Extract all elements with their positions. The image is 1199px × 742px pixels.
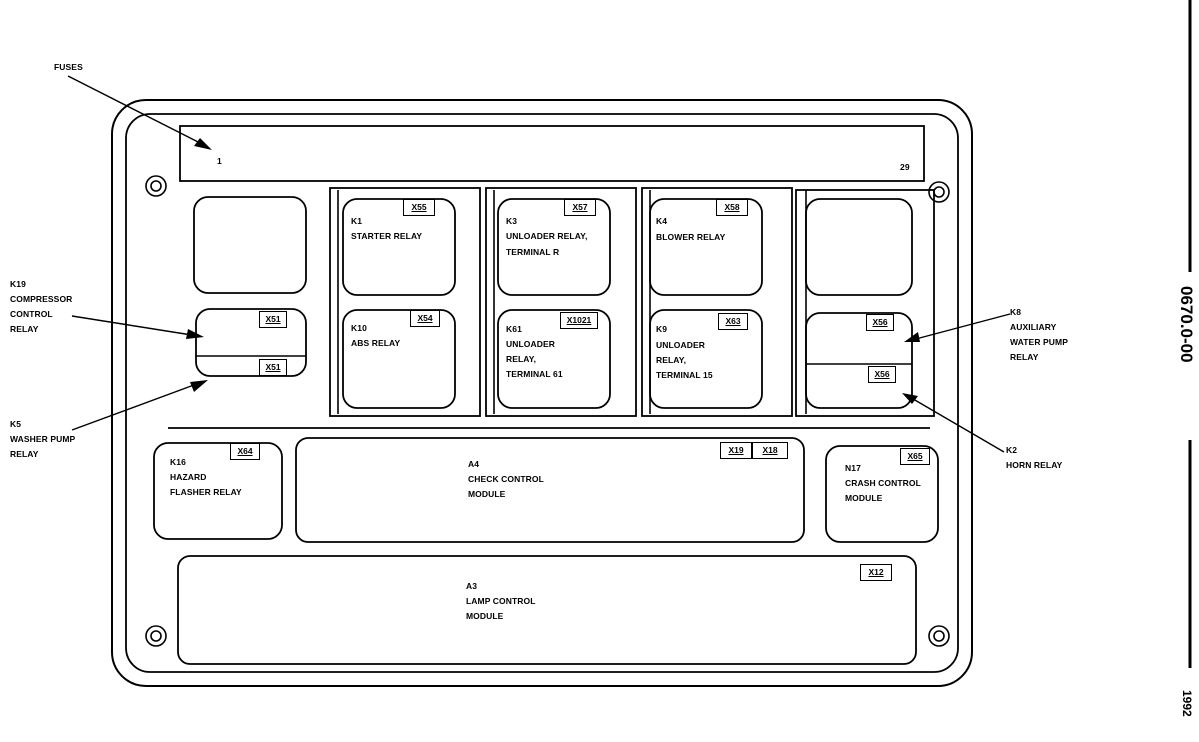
relay-k1-code: K1 bbox=[351, 216, 363, 226]
connector-x54: X54 bbox=[410, 310, 440, 327]
fuses-label: FUSES bbox=[54, 62, 83, 72]
fuse-end-number: 29 bbox=[900, 162, 910, 172]
connector-x51-k19: X51 bbox=[259, 311, 287, 328]
module-a4-desc1: CHECK CONTROL bbox=[468, 474, 544, 484]
mounting-screw-icon bbox=[928, 181, 950, 203]
connector-x58: X58 bbox=[716, 199, 748, 216]
connector-x65: X65 bbox=[900, 448, 930, 465]
relay-socket-k61 bbox=[497, 309, 611, 409]
connector-x51-k5: X51 bbox=[259, 359, 287, 376]
callout-k2-l2: HORN RELAY bbox=[1006, 460, 1063, 470]
module-a4-desc2: MODULE bbox=[468, 489, 506, 499]
connector-x18: X18 bbox=[752, 442, 788, 459]
relay-panel bbox=[485, 187, 637, 417]
relay-k61-desc1: UNLOADER bbox=[506, 339, 555, 349]
relay-socket-k4 bbox=[649, 198, 763, 296]
relay-k61-desc3: TERMINAL 61 bbox=[506, 369, 563, 379]
connector-x19: X19 bbox=[720, 442, 752, 459]
connector-x56-k8: X56 bbox=[866, 314, 894, 331]
callout-k19-l2: COMPRESSOR bbox=[10, 294, 73, 304]
connector-x63: X63 bbox=[718, 313, 748, 330]
relay-panel bbox=[329, 187, 481, 417]
module-a3-desc2: MODULE bbox=[466, 611, 504, 621]
module-k16-desc1: HAZARD bbox=[170, 472, 207, 482]
leader-k19 bbox=[71, 315, 199, 337]
relay-k9-desc1: UNLOADER bbox=[656, 340, 705, 350]
housing-inner bbox=[125, 113, 959, 673]
arrowhead-k5 bbox=[190, 380, 208, 392]
relay-k4-code: K4 bbox=[656, 216, 668, 226]
arrowhead-k8 bbox=[904, 332, 920, 342]
leader-k2 bbox=[907, 395, 1005, 453]
callout-k19-l3: CONTROL bbox=[10, 309, 53, 319]
relay-k3-code: K3 bbox=[506, 216, 518, 226]
relay-k3-desc1: UNLOADER RELAY, bbox=[506, 231, 588, 241]
arrowhead-k2 bbox=[902, 393, 918, 404]
connector-x64: X64 bbox=[230, 443, 260, 460]
connector-x56-k2: X56 bbox=[868, 366, 896, 383]
callout-k5-l1: K5 bbox=[10, 419, 22, 429]
connector-x55: X55 bbox=[403, 199, 435, 216]
module-n17-desc2: MODULE bbox=[845, 493, 883, 503]
leader-k8 bbox=[911, 313, 1011, 341]
callout-k19-l1: K19 bbox=[10, 279, 26, 289]
module-a3 bbox=[177, 555, 917, 665]
relay-panel bbox=[795, 189, 935, 417]
housing-outer bbox=[111, 99, 973, 687]
mounting-screw-icon bbox=[145, 625, 167, 647]
relay-k61-desc2: RELAY, bbox=[506, 354, 537, 364]
arrowhead-fuses bbox=[194, 138, 212, 150]
module-a3-desc1: LAMP CONTROL bbox=[466, 596, 536, 606]
relay-socket-k9 bbox=[649, 309, 763, 409]
callout-k5-l2: WASHER PUMP bbox=[10, 434, 76, 444]
module-k16-desc2: FLASHER RELAY bbox=[170, 487, 242, 497]
module-n17-desc1: CRASH CONTROL bbox=[845, 478, 921, 488]
leader-k5 bbox=[71, 381, 203, 431]
fuse-strip bbox=[179, 125, 925, 182]
relay-socket-k10 bbox=[342, 309, 456, 409]
relay-socket-k19-k5 bbox=[195, 308, 307, 377]
relay-socket-empty bbox=[805, 198, 913, 296]
connector-x12: X12 bbox=[860, 564, 892, 581]
connector-x1021: X1021 bbox=[560, 312, 598, 329]
relay-k61-code: K61 bbox=[506, 324, 522, 334]
module-k16-code: K16 bbox=[170, 457, 186, 467]
module-a4 bbox=[295, 437, 805, 543]
callout-k19-l4: RELAY bbox=[10, 324, 39, 334]
fuse-start-number: 1 bbox=[217, 156, 222, 166]
module-n17 bbox=[825, 445, 939, 543]
relay-socket-k1 bbox=[342, 198, 456, 296]
module-a3-code: A3 bbox=[466, 581, 478, 591]
callout-k5-l3: RELAY bbox=[10, 449, 39, 459]
relay-panel bbox=[641, 187, 793, 417]
relay-k1-desc: STARTER RELAY bbox=[351, 231, 423, 241]
callout-k8-l3: WATER PUMP bbox=[1010, 337, 1068, 347]
leader-fuses bbox=[67, 75, 207, 147]
module-a4-code: A4 bbox=[468, 459, 480, 469]
relay-k9-code: K9 bbox=[656, 324, 668, 334]
relay-k4-desc: BLOWER RELAY bbox=[656, 232, 726, 242]
module-n17-code: N17 bbox=[845, 463, 861, 473]
mounting-screw-icon bbox=[145, 175, 167, 197]
module-k16 bbox=[153, 442, 283, 540]
year-label: 1992 bbox=[1180, 690, 1194, 717]
relay-socket-empty bbox=[193, 196, 307, 294]
callout-k8-l2: AUXILIARY bbox=[1010, 322, 1057, 332]
relay-k10-desc: ABS RELAY bbox=[351, 338, 401, 348]
page-code: 0670.0-00 bbox=[1177, 286, 1196, 363]
relay-k9-desc2: RELAY, bbox=[656, 355, 687, 365]
mounting-screw-icon bbox=[928, 625, 950, 647]
relay-k3-desc2: TERMINAL R bbox=[506, 247, 560, 257]
arrowhead-k19 bbox=[186, 329, 204, 339]
connector-x57: X57 bbox=[564, 199, 596, 216]
callout-k8-l1: K8 bbox=[1010, 307, 1022, 317]
callout-k8-l4: RELAY bbox=[1010, 352, 1039, 362]
callout-k2-l1: K2 bbox=[1006, 445, 1018, 455]
relay-socket-k8-k2 bbox=[805, 312, 913, 409]
relay-k9-desc3: TERMINAL 15 bbox=[656, 370, 713, 380]
relay-socket-k3 bbox=[497, 198, 611, 296]
relay-k10-code: K10 bbox=[351, 323, 367, 333]
